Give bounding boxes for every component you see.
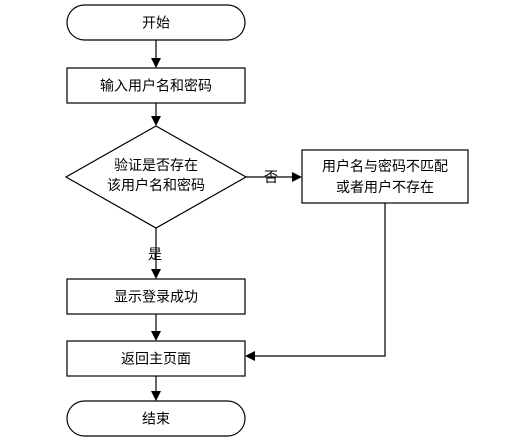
mismatch-node: 用户名与密码不匹配 或者用户不存在 [301,149,469,204]
success-label: 显示登录成功 [114,290,198,306]
verify-label-line1: 验证是否存在 [114,158,198,174]
verify-decision-node: 验证是否存在 该用户名和密码 [64,125,248,229]
success-node: 显示登录成功 [66,278,246,315]
mismatch-label-line1: 用户名与密码不匹配 [322,158,448,175]
input-node: 输入用户名和密码 [66,67,246,104]
back-node: 返回主页面 [66,340,246,377]
end-node: 结束 [66,400,246,437]
edge-label-yes: 是 [148,247,162,263]
start-node: 开始 [66,4,246,41]
input-label: 输入用户名和密码 [100,78,212,95]
edge-mismatch-back [245,203,386,361]
end-label: 结束 [142,412,170,428]
verify-label-line2: 该用户名和密码 [107,177,205,194]
edge-label-no: 否 [264,170,278,186]
mismatch-label-line2: 或者用户不存在 [336,179,434,196]
start-label: 开始 [142,16,170,32]
back-label: 返回主页面 [121,352,191,368]
